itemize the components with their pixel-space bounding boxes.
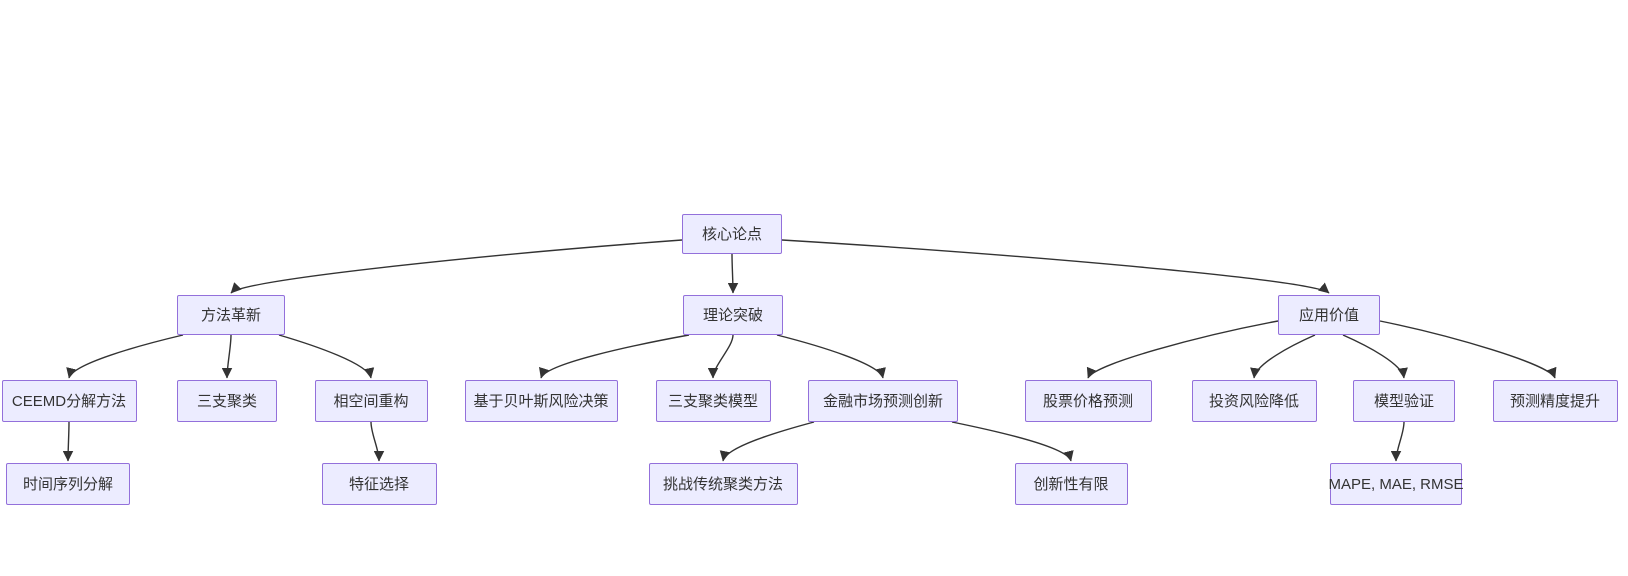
edge-theory-to-three-model: [707, 334, 734, 379]
edge-method-to-ceemd: [66, 334, 184, 379]
flowchart-node-challenge: 挑战传统聚类方法: [648, 463, 798, 505]
node-label: 核心论点: [701, 225, 762, 243]
node-label: 时间序列分解: [22, 475, 113, 493]
flowchart-node-metrics: MAPE, MAE, RMSE: [1328, 463, 1464, 505]
flowchart-node-precision: 预测精度提升: [1492, 380, 1618, 422]
node-label: 预测精度提升: [1509, 392, 1600, 410]
edge-phase-to-feature: [370, 421, 385, 462]
flowchart-node-value: 应用价值: [1278, 295, 1380, 335]
edge-method-to-three-cluster: [221, 334, 233, 379]
edge-model-valid-to-metrics: [1390, 421, 1405, 462]
flowchart-node-feature: 特征选择: [321, 463, 437, 505]
node-label: CEEMD分解方法: [11, 392, 127, 410]
flowchart-node-bayes: 基于贝叶斯风险决策: [464, 380, 618, 422]
flowchart-node-timeseries: 时间序列分解: [6, 463, 130, 505]
node-label: 特征选择: [348, 475, 409, 493]
flowchart-node-core: 核心论点: [682, 214, 782, 254]
flowchart-node-ceemd: CEEMD分解方法: [1, 380, 137, 422]
edge-core-to-theory: [727, 253, 739, 294]
flowchart-node-three-cluster: 三支聚类: [177, 380, 277, 422]
node-label: 模型验证: [1373, 392, 1434, 410]
edge-value-to-precision: [1379, 320, 1557, 379]
node-label: 创新性有限: [1033, 475, 1109, 493]
edge-method-to-phase: [278, 334, 375, 379]
node-label: 方法革新: [200, 306, 261, 324]
flowchart-node-method: 方法革新: [177, 295, 285, 335]
edge-theory-to-finance: [776, 334, 886, 379]
flowchart-node-theory: 理论突破: [683, 295, 783, 335]
edge-value-to-invest: [1250, 334, 1316, 379]
node-label: 基于贝叶斯风险决策: [473, 392, 609, 410]
flowchart-node-model-valid: 模型验证: [1353, 380, 1455, 422]
edge-finance-to-challenge: [719, 421, 815, 462]
node-label: 应用价值: [1298, 306, 1359, 324]
node-label: 三支聚类模型: [667, 392, 758, 410]
flowchart-node-limited: 创新性有限: [1014, 463, 1128, 505]
flowchart-node-phase: 相空间重构: [314, 380, 428, 422]
node-label: 三支聚类: [196, 392, 257, 410]
flowchart-node-finance: 金融市场预测创新: [808, 380, 958, 422]
node-label: 金融市场预测创新: [822, 392, 943, 410]
node-label: 投资风险降低: [1208, 392, 1299, 410]
edge-value-to-stock: [1086, 320, 1279, 379]
edge-ceemd-to-timeseries: [62, 421, 74, 462]
node-label: MAPE, MAE, RMSE: [1328, 475, 1464, 493]
edge-core-to-value: [781, 239, 1330, 294]
edge-value-to-model-valid: [1342, 334, 1408, 379]
edge-core-to-method: [230, 239, 683, 294]
node-label: 理论突破: [702, 306, 763, 324]
node-label: 挑战传统聚类方法: [662, 475, 783, 493]
node-label: 相空间重构: [333, 392, 409, 410]
edge-theory-to-bayes: [539, 334, 690, 379]
flowchart-node-stock: 股票价格预测: [1024, 380, 1152, 422]
flowchart-node-invest: 投资风险降低: [1191, 380, 1317, 422]
edge-finance-to-limited: [951, 421, 1074, 462]
flowchart-node-three-model: 三支聚类模型: [655, 380, 771, 422]
node-label: 股票价格预测: [1042, 392, 1133, 410]
